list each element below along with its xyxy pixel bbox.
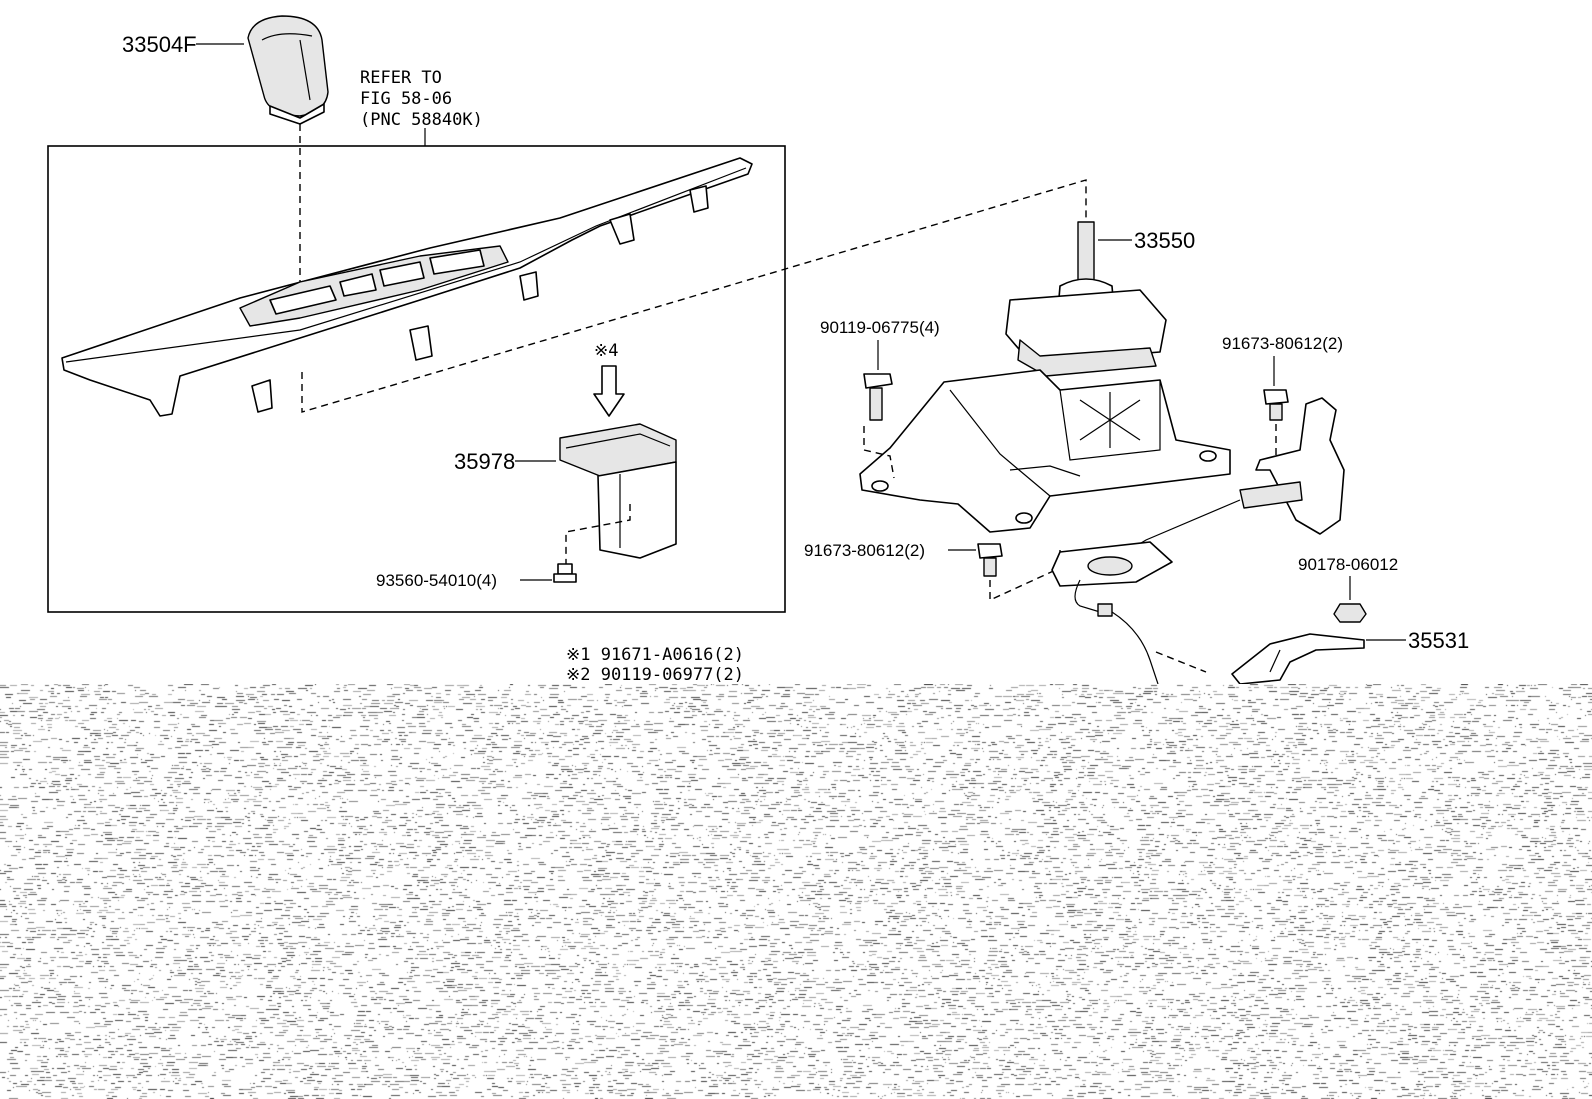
label-bracket: 35531: [1408, 628, 1469, 653]
bolt-right-icon: [1263, 389, 1289, 421]
label-switch: 35978: [454, 449, 515, 474]
label-bolt-left: 90119-06775(4): [820, 318, 940, 337]
dash-bolt-mid: [989, 550, 1061, 602]
label-bolt-mid: 91673-80612(2): [804, 541, 925, 560]
label-nut: 90178-06012: [1298, 555, 1398, 574]
nut-icon: [1333, 603, 1367, 623]
screw-icon: [553, 563, 577, 583]
switch-35978: [559, 423, 677, 559]
dash-panel-shifter: [301, 179, 1087, 413]
arrow-down-icon: [593, 365, 625, 417]
dash-switch-screw: [565, 504, 631, 566]
dash-bolt-left: [863, 426, 895, 479]
bolt-icon: [863, 373, 893, 421]
label-refer-2: FIG 58-06: [360, 89, 452, 109]
note-1: ※1 91671-A0616(2): [566, 645, 744, 665]
label-refer-3: (PNC 58840K): [360, 110, 483, 130]
label-shifter: 33550: [1134, 228, 1195, 253]
dash-bracket: [1155, 651, 1207, 673]
console-panel: [61, 157, 753, 417]
shifter-assembly: [859, 221, 1231, 533]
bracket-35531: [1231, 633, 1365, 685]
bolt-mid-icon: [977, 543, 1003, 577]
scan-noise: [0, 684, 1592, 1099]
label-knob: 33504F: [122, 32, 197, 57]
cable-bracket: [1051, 397, 1345, 685]
shift-knob: [247, 15, 329, 125]
note-2: ※2 90119-06977(2): [566, 665, 744, 685]
label-screw-switch: 93560-54010(4): [376, 571, 497, 590]
group-box: [47, 145, 786, 613]
label-note4: ※4: [594, 341, 618, 361]
label-bolt-right: 91673-80612(2): [1222, 334, 1343, 353]
label-refer-1: REFER TO: [360, 68, 442, 88]
